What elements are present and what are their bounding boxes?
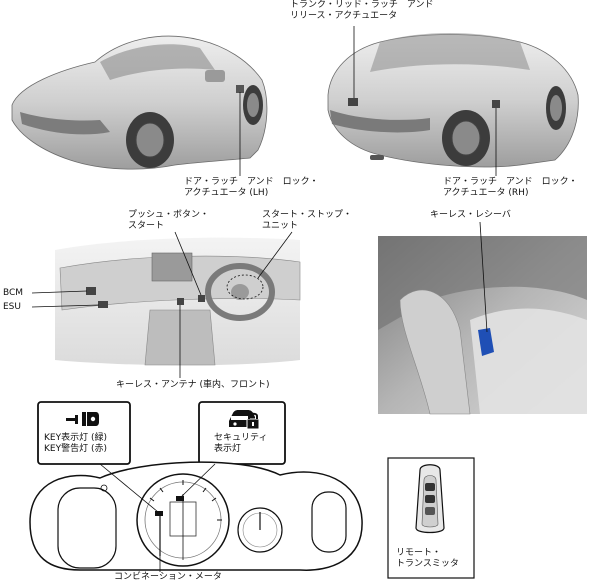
door-latch-lh-marker xyxy=(236,85,244,93)
security-indicator-callout xyxy=(198,401,286,465)
push-button-marker xyxy=(198,295,205,302)
dashboard-illustration xyxy=(55,237,301,366)
label-security-indicator: セキュリティ 表示灯 xyxy=(214,433,268,454)
label-door-rh: ドア・ラッチ アンド ロック・ アクチュエータ (RH) xyxy=(443,177,578,198)
combination-meter-illustration xyxy=(29,461,363,571)
label-keyless-receiver: キーレス・レシーバ xyxy=(430,210,511,220)
label-trunk-actuator: トランク・リッド・ラッチ アンド リリース・アクチュエータ xyxy=(290,0,434,21)
door-latch-rh-marker xyxy=(492,100,500,108)
key-indicator-callout xyxy=(37,401,131,465)
car-security-icon xyxy=(229,410,260,430)
start-stop-unit-marker xyxy=(226,274,264,300)
antenna-marker xyxy=(177,298,184,305)
leader-lines-middle xyxy=(31,231,293,378)
leader-line-receiver xyxy=(479,221,488,333)
label-key-indicator: KEY表示灯 (緑) KEY警告灯 (赤) xyxy=(44,433,107,454)
front-car-illustration xyxy=(11,35,268,170)
leader-lines-top xyxy=(239,26,497,176)
keyless-receiver-marker xyxy=(478,328,494,356)
leader-lines-meter xyxy=(99,463,216,572)
label-start-stop-unit: スタート・ストップ・ ユニット xyxy=(262,210,353,231)
label-push-button-start: プッシュ・ボタン・ スタート xyxy=(128,210,210,231)
label-keyless-antenna: キーレス・アンテナ (車内、フロント) xyxy=(116,380,270,390)
label-door-lh: ドア・ラッチ アンド ロック・ アクチュエータ (LH) xyxy=(184,177,319,198)
esu-marker xyxy=(98,301,108,308)
bcm-marker xyxy=(86,287,96,295)
label-esu: ESU xyxy=(3,302,21,312)
key-warning-icon xyxy=(66,412,99,426)
trunk-actuator-marker xyxy=(348,98,358,106)
label-bcm: BCM xyxy=(3,288,24,298)
label-combination-meter: コンビネーション・メータ xyxy=(114,572,222,582)
remote-transmitter-callout xyxy=(387,457,475,579)
label-remote-transmitter: リモート・ トランスミッタ xyxy=(396,548,459,569)
rear-car-illustration xyxy=(327,33,579,168)
